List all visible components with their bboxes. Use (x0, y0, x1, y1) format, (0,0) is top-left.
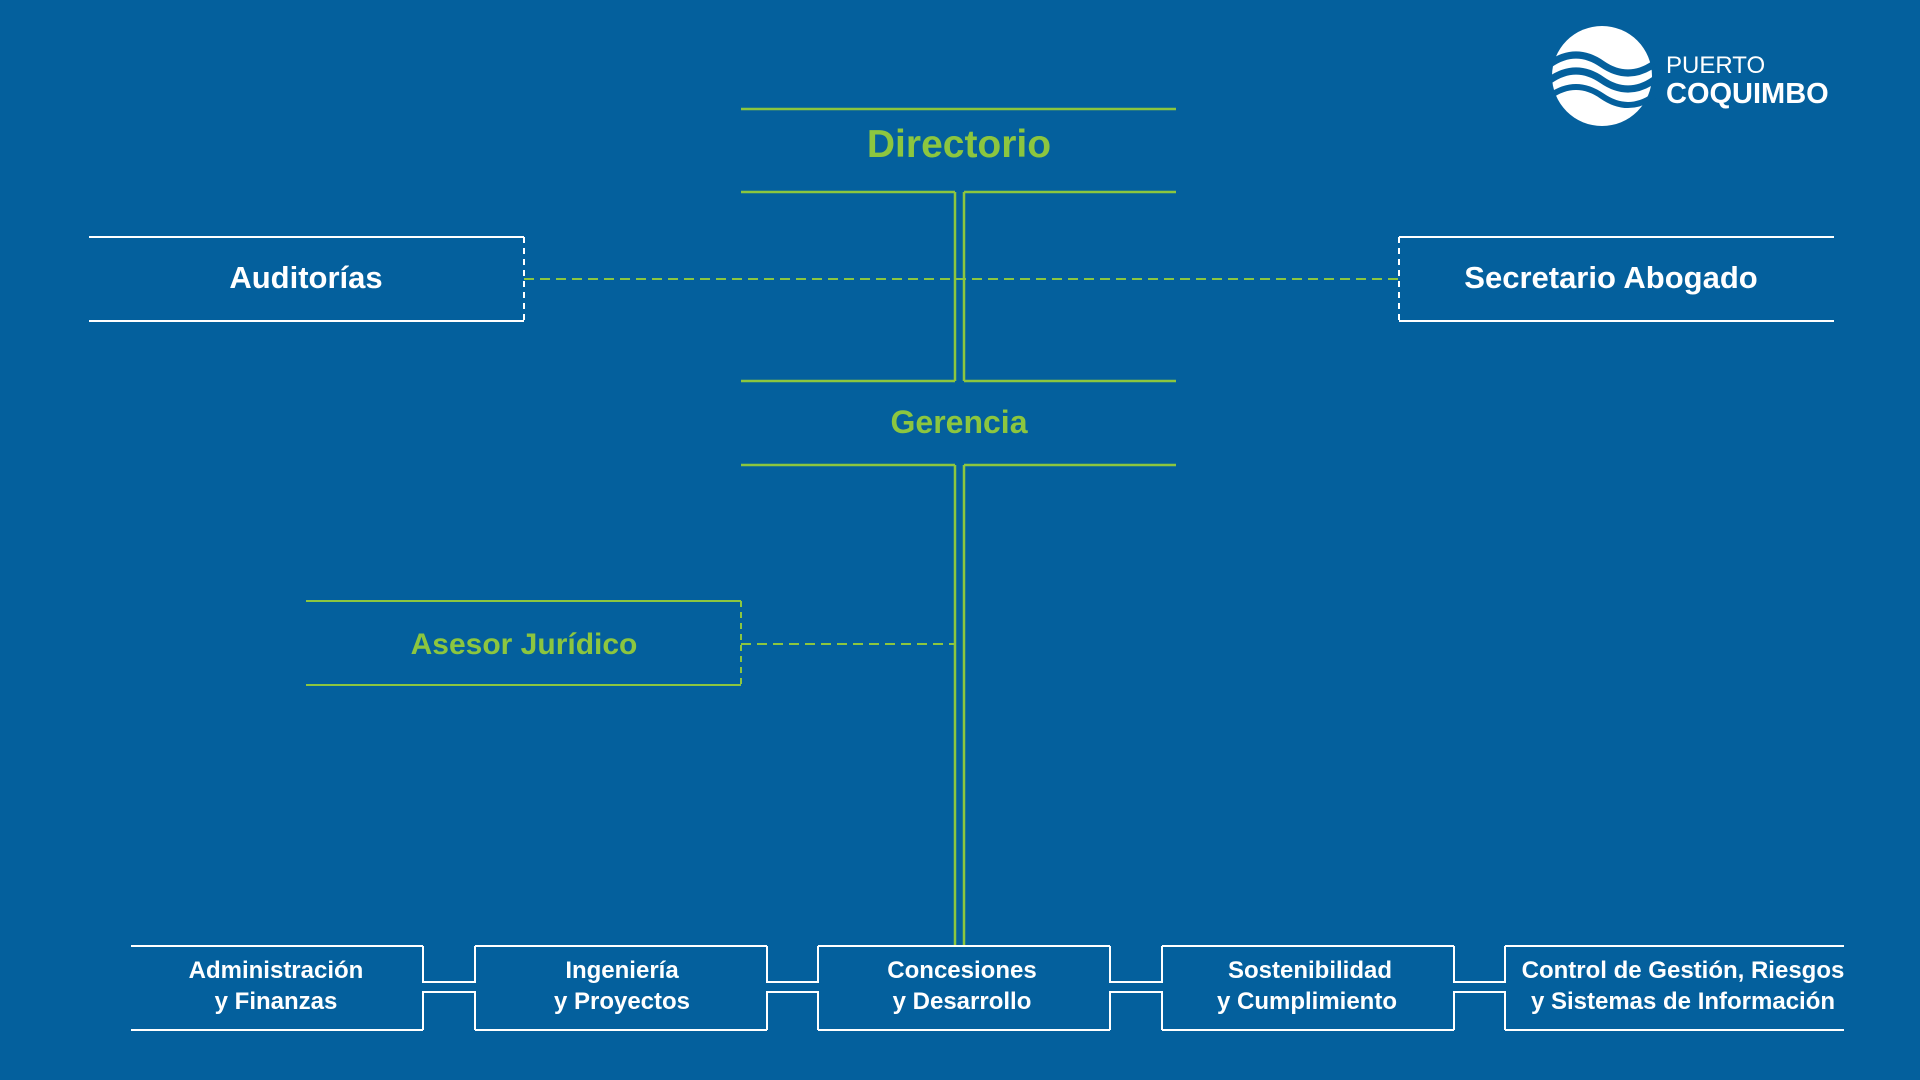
dept-2-line1: Ingeniería (565, 957, 679, 984)
wave-globe-icon (1548, 26, 1656, 126)
brand-name-line1: PUERTO (1666, 52, 1765, 79)
dept-1-line1: Administración (189, 957, 364, 984)
dept-5-line2: y Sistemas de Información (1531, 988, 1835, 1015)
dept-5-line1: Control de Gestión, Riesgos (1522, 957, 1845, 984)
directorio-label: Directorio (867, 123, 1051, 166)
asesor-box: Asesor Jurídico (306, 600, 742, 686)
dept-2-line2: y Proyectos (554, 988, 690, 1015)
department-labels: Administración y Finanzas Ingeniería y P… (189, 957, 1845, 1015)
gerencia-label: Gerencia (891, 404, 1028, 440)
dept-3-line2: y Desarrollo (893, 988, 1032, 1015)
secretario-box: Secretario Abogado (1398, 236, 1834, 322)
dept-4-line1: Sostenibilidad (1228, 957, 1392, 984)
dept-1-line2: y Finanzas (215, 988, 338, 1015)
brand-name-line2: COQUIMBO (1666, 78, 1829, 110)
dashed-links (524, 278, 1398, 645)
auditorias-label: Auditorías (229, 260, 382, 295)
dept-3-line1: Concesiones (887, 957, 1036, 984)
logo: PUERTO COQUIMBO (1548, 26, 1829, 126)
secretario-label: Secretario Abogado (1464, 260, 1757, 295)
dept-4-line2: y Cumplimiento (1217, 988, 1397, 1015)
departments-frame (131, 945, 1844, 1031)
auditorias-box: Auditorías (89, 236, 525, 322)
top-structure (741, 107, 1176, 946)
asesor-label: Asesor Jurídico (411, 628, 638, 661)
